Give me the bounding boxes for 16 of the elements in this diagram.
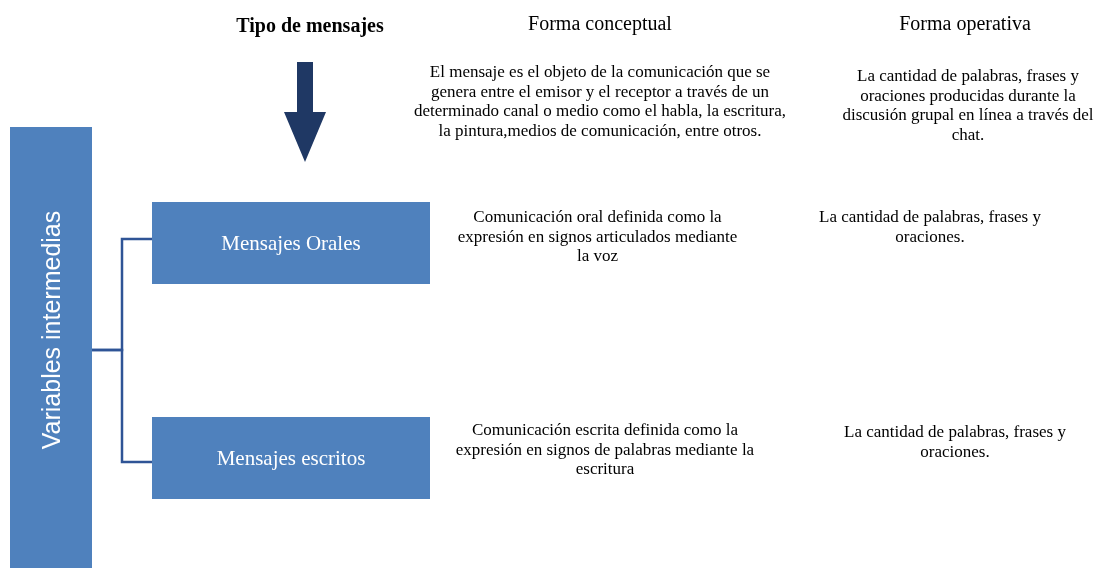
bracket-connector bbox=[92, 348, 152, 464]
column-heading: Forma operativa bbox=[898, 14, 1032, 34]
description-text: La cantidad de palabras, frases y oraciones producidas durante la discusión grupal en línea a través del chat. bbox=[841, 66, 1095, 144]
node-label: Mensajes Orales bbox=[221, 230, 361, 256]
description-text: La cantidad de palabras, frases y oraciones. bbox=[818, 207, 1042, 246]
description-text: El mensaje es el objeto de la comunicación que se genera entre el emisor y el receptor a través de un determinado canal o medio como el habla, la escritura, la pintura,medios de comunicación, entre otros. bbox=[413, 62, 787, 140]
process-box bbox=[152, 417, 430, 499]
column-heading: Forma conceptual bbox=[527, 14, 673, 34]
column-heading: Tipo de mensajes bbox=[235, 16, 385, 36]
description-text: Comunicación oral definida como la expresión en signos articulados mediante la voz bbox=[456, 207, 739, 266]
node-label: Variables intermedias bbox=[36, 210, 66, 450]
description-text: Comunicación escrita definida como la expresión en signos de palabras mediante la escritura bbox=[455, 420, 755, 479]
node-label: Mensajes escritos bbox=[216, 445, 366, 471]
description-text: La cantidad de palabras, frases y oraciones. bbox=[843, 422, 1067, 461]
category-bar bbox=[10, 127, 92, 568]
process-box bbox=[152, 202, 430, 284]
